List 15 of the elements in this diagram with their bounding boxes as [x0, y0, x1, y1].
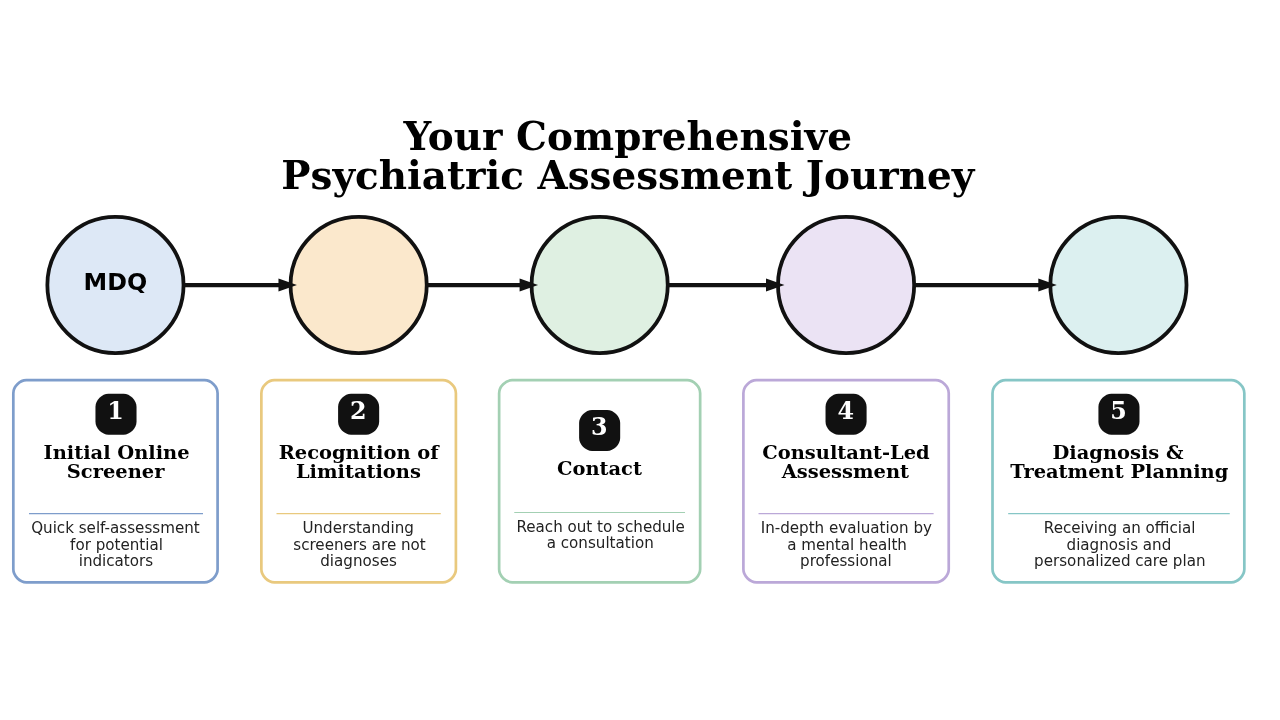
- node-box: 4 Consultant-Led Assessment In-depth evaluation by a mental health professional: [741, 378, 950, 584]
- arrow: [913, 278, 1057, 291]
- node-box: 3 Contact Reach out to schedule a consultation: [497, 378, 701, 584]
- node-circle: [288, 214, 429, 355]
- node-circle: MDQ: [45, 214, 185, 355]
- arrow: [426, 278, 538, 291]
- arrow: [183, 278, 297, 291]
- node-circle: [529, 214, 670, 355]
- arrow: [667, 278, 784, 291]
- node-box: 2 Recognition of Limitations Understanding screeners are not diagnoses: [259, 378, 457, 584]
- node-circle: [1047, 214, 1188, 355]
- node-box: 5 Diagnosis & Treatment Planning Receiving an official diagnosis and personalized care plan: [990, 378, 1246, 584]
- node-circle: [775, 214, 916, 355]
- diagram-title: Your Comprehensive Psychiatric Assessment Journey: [280, 112, 974, 198]
- node-box: 1 Initial Online Screener Quick self-assessment for potential indicators: [11, 378, 219, 584]
